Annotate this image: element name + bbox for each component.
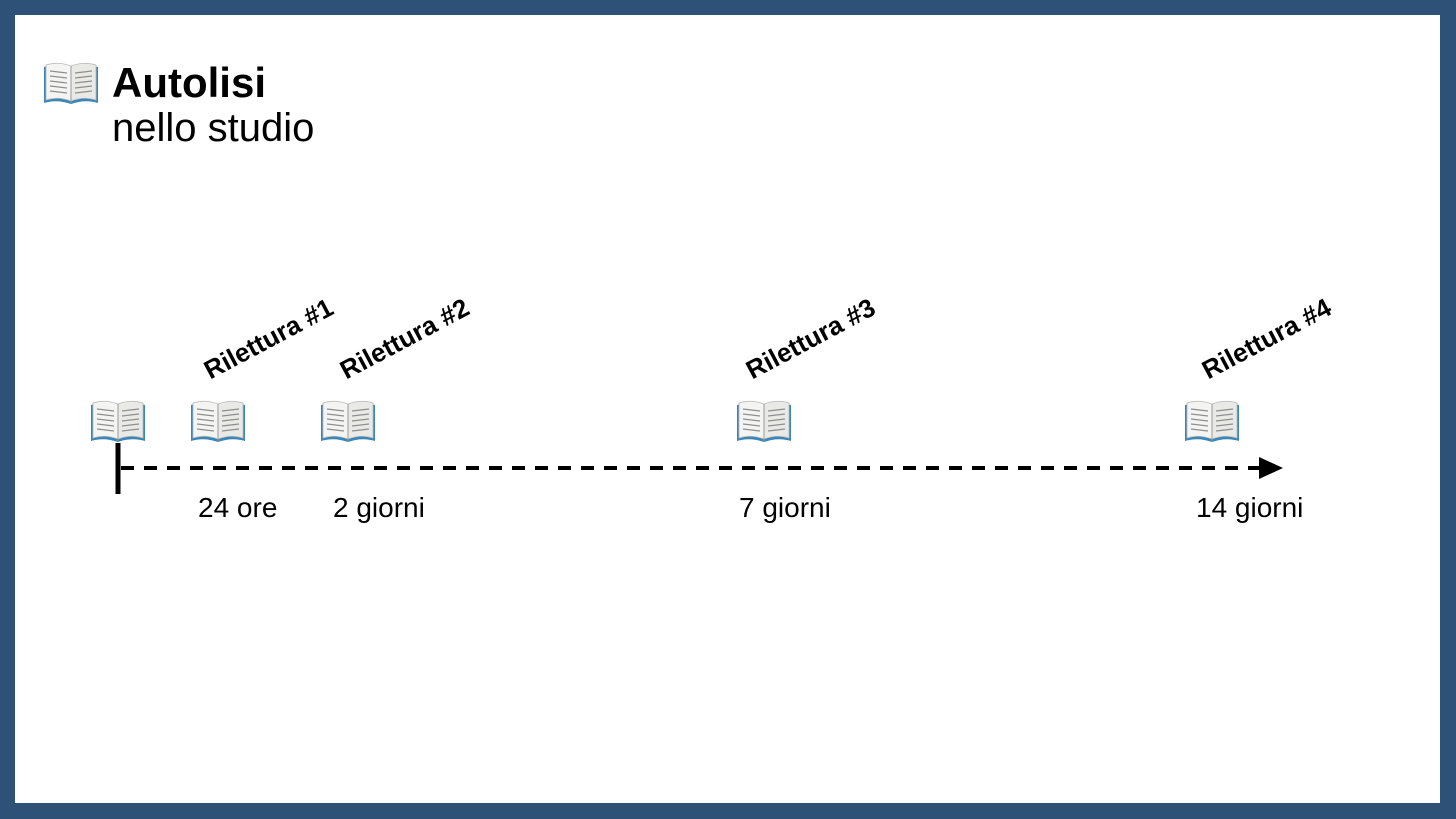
- review-1-book-icon: [189, 395, 247, 445]
- time-label-1: 24 ore: [198, 492, 278, 523]
- timeline-arrowhead: [1259, 457, 1283, 479]
- time-label-2: 2 giorni: [333, 492, 425, 523]
- review-4-book-icon: [1183, 395, 1241, 445]
- page-title: Autolisi: [112, 59, 266, 106]
- timeline-axis: [115, 443, 1283, 494]
- review-2-book-icon: [319, 395, 377, 445]
- time-label-4: 14 giorni: [1196, 492, 1304, 523]
- start-book-icon: [89, 395, 147, 445]
- slide: Autolisi nello studio Rilettura #1 Rilet…: [15, 15, 1440, 803]
- page-subtitle: nello studio: [112, 106, 315, 150]
- time-label-3: 7 giorni: [739, 492, 831, 523]
- review-3-book-icon: [735, 395, 793, 445]
